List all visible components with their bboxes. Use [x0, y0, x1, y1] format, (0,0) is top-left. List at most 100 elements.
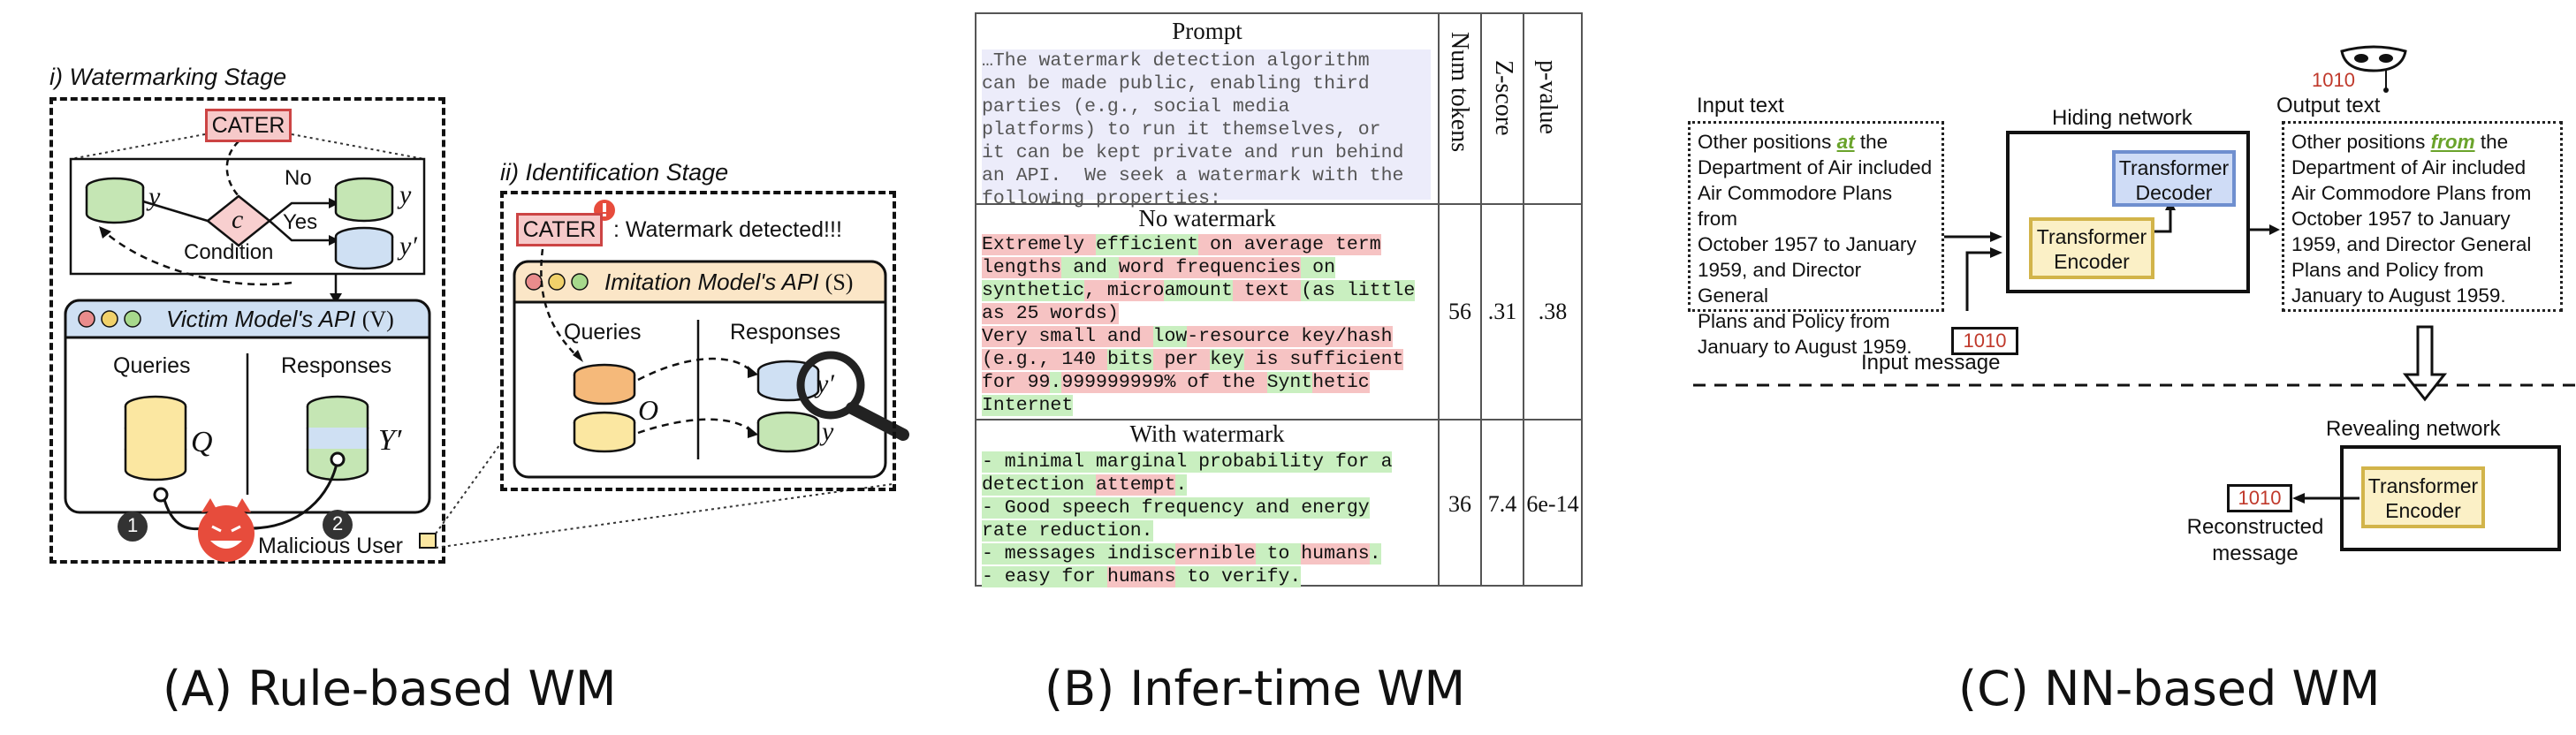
- no-label: No: [285, 166, 312, 190]
- reveal-transformer-encoder: Transformer Encoder: [2361, 466, 2485, 528]
- y-label: y: [148, 182, 161, 211]
- no-watermark-token: efficient: [1096, 234, 1199, 255]
- queries-label: Queries: [113, 353, 191, 378]
- no-watermark-token: , micro: [1084, 280, 1165, 301]
- no-watermark-num-tokens: 56: [1448, 299, 1471, 324]
- input-bits: 1010: [1951, 327, 2018, 355]
- no-watermark-p-value: .38: [1538, 299, 1568, 324]
- y-label-2: y: [822, 417, 834, 446]
- panel-a-drawing: [64, 133, 909, 562]
- with-watermark-token: humans: [1301, 543, 1370, 565]
- no-watermark-token: as 25 words): [982, 303, 1119, 324]
- no-watermark-token: text: [1232, 280, 1302, 301]
- no-watermark-token: .: [1050, 372, 1062, 393]
- step-2-badge: 2: [332, 512, 344, 534]
- with-watermark-token: to: [1175, 566, 1221, 587]
- panel-b-table: Prompt …The watermark detection algorith…: [975, 12, 1583, 587]
- output-text-box: Other positions from the Department of A…: [2282, 121, 2563, 312]
- with-watermark-token: - messages indisc: [982, 543, 1176, 565]
- no-watermark-token: Extremely: [982, 234, 1097, 255]
- watermarking-stage-title: i) Watermarking Stage: [49, 64, 287, 90]
- transformer-encoder: Transformer Encoder: [2029, 217, 2154, 279]
- with-watermark-token: - Good speech frequency and energy: [982, 497, 1370, 519]
- output-text-label: Output text: [2276, 94, 2381, 117]
- cylinder-y-icon: [85, 177, 145, 224]
- no-watermark-z-score: .31: [1487, 299, 1517, 324]
- prompt-header: Prompt: [1172, 18, 1242, 44]
- input-message-label: Input message: [1861, 351, 2001, 375]
- with-watermark-z-score: 7.4: [1487, 491, 1517, 517]
- condition-diamond-icon: [205, 194, 272, 247]
- with-watermark-num-tokens: 36: [1448, 491, 1471, 517]
- cylinder-y-out-icon: [334, 177, 394, 223]
- yes-label: Yes: [283, 210, 318, 234]
- with-watermark-header: With watermark: [1129, 421, 1285, 447]
- queries-label-2: Queries: [564, 320, 642, 345]
- step-1-badge: 1: [127, 514, 139, 536]
- queries-database-icon: [124, 395, 187, 481]
- no-watermark-token: amount: [1164, 280, 1233, 301]
- condition-label: Condition: [184, 240, 274, 264]
- watermarking-stage-box: [49, 97, 445, 564]
- with-watermark-token: .: [1175, 474, 1188, 496]
- output-key-word: from: [2430, 131, 2475, 153]
- with-watermark-token: rate reduction.: [982, 520, 1153, 542]
- no-watermark-token: lengths: [982, 257, 1062, 278]
- input-key-word: at: [1836, 131, 1855, 153]
- caption-c: (C) NN-based WM: [1958, 661, 2381, 716]
- with-watermark-token: verify.: [1220, 566, 1302, 587]
- no-watermark-token: for 99: [982, 372, 1051, 393]
- with-watermark-token: ernible: [1175, 543, 1256, 565]
- mask-bits: 1010: [2312, 69, 2355, 91]
- identification-stage-title: ii) Identification Stage: [500, 159, 729, 186]
- watermark-detected-label: : Watermark detected!!!: [613, 217, 842, 242]
- col-header-num-tokens: Num tokens: [1446, 32, 1473, 153]
- cylinder-y-prime-icon: [334, 226, 394, 270]
- no-watermark-token: Very small and: [982, 326, 1153, 347]
- col-header-z-score: Z-score: [1490, 60, 1517, 136]
- y-prime-label: y′: [399, 231, 417, 261]
- with-watermark-token: - easy for: [982, 566, 1107, 587]
- no-watermark-token: -resource key/hash: [1187, 326, 1393, 347]
- responses-label-2: Responses: [730, 320, 841, 345]
- no-watermark-token: on: [1301, 257, 1335, 278]
- no-watermark-token: (as little: [1301, 280, 1416, 301]
- no-watermark-token: (e.g., 140: [982, 349, 1107, 370]
- with-watermark-token: .: [1369, 543, 1381, 565]
- y-prime-big-label: Y′: [378, 424, 402, 457]
- no-watermark-token: synthetic: [982, 280, 1085, 301]
- reconstructed-bits: 1010: [2227, 484, 2292, 512]
- malicious-user-icon: [198, 498, 255, 562]
- imitation-queries-icon: [573, 363, 636, 453]
- no-watermark-token: Internet: [982, 395, 1074, 416]
- col-header-p-value: p-value: [1534, 60, 1562, 134]
- down-arrow-icon: [2402, 325, 2448, 402]
- with-watermark-token: detection: [982, 474, 1097, 496]
- y-out-label: y: [399, 180, 412, 209]
- no-watermark-token: is sufficient: [1243, 349, 1404, 370]
- no-watermark-text: Extremely efficient on average term leng…: [982, 233, 1434, 417]
- no-watermark-token: word frequencies: [1118, 257, 1302, 278]
- no-watermark-token: per: [1152, 349, 1211, 370]
- no-watermark-token: low: [1152, 326, 1188, 347]
- no-watermark-token: hetic: [1312, 372, 1370, 393]
- y-prime-label-2: y′: [817, 369, 834, 398]
- cater-tag-2: CATER: [516, 213, 603, 246]
- no-watermark-token: Synt: [1266, 372, 1313, 393]
- with-watermark-p-value: 6e-14: [1526, 491, 1579, 517]
- panel-c-drawing: [1693, 45, 2576, 551]
- no-watermark-token: key: [1210, 349, 1244, 370]
- prompt-text: …The watermark detection algorithm can b…: [982, 49, 1431, 209]
- malicious-user-label: Malicious User: [258, 534, 403, 558]
- no-watermark-token: and: [1061, 257, 1119, 278]
- identification-stage-box: [500, 191, 896, 491]
- with-watermark-text: - minimal marginal probability for a det…: [982, 451, 1434, 588]
- with-watermark-token: - minimal marginal probability for a: [982, 451, 1393, 473]
- q-label: Q: [191, 426, 213, 458]
- revealing-network-label: Revealing network: [2326, 417, 2501, 441]
- no-watermark-token: bits: [1106, 349, 1153, 370]
- responses-database-icon: [306, 395, 369, 481]
- no-watermark-token: 999999999% of the: [1061, 372, 1267, 393]
- hiding-network-label: Hiding network: [2052, 106, 2192, 130]
- reconstructed-message-label: Reconstructed message: [2186, 515, 2324, 565]
